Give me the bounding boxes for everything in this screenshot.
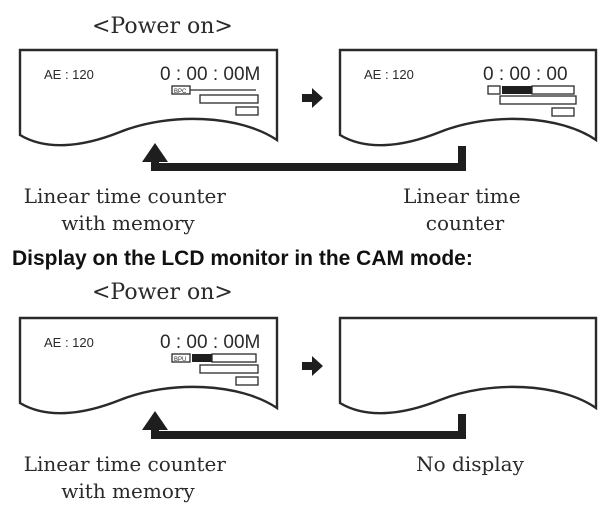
power-on-label: <Power on> — [92, 14, 233, 39]
time-counter: 0 : 00 : 00M — [160, 332, 260, 353]
top-diagram: <Power on> AE : 120 0 : 00 : 00M BPC AE … — [18, 14, 598, 235]
caption-linear-time-counter-with-memory: Linear time counter with memory — [24, 184, 233, 235]
right-arrow-icon — [302, 356, 323, 376]
power-on-label: <Power on> — [92, 280, 233, 305]
battery-gauge-icon: BPU — [171, 353, 259, 386]
return-arrow-icon — [142, 143, 466, 171]
ae-readout: AE : 120 — [44, 67, 94, 82]
section-heading: Display on the LCD monitor in the CAM mo… — [12, 247, 473, 270]
time-counter: 0 : 00 : 00M — [160, 64, 260, 85]
battery-label: BPC — [174, 89, 187, 95]
lcd-screen-left: AE : 120 0 : 00 : 00M BPU — [18, 316, 279, 415]
caption-no-display: No display — [416, 452, 524, 476]
caption-linear-time-counter-with-memory: Linear time counter with memory — [24, 452, 233, 503]
battery-gauge-icon — [487, 85, 577, 117]
battery-label: BPU — [174, 357, 186, 363]
ae-readout: AE : 120 — [364, 67, 414, 82]
right-arrow-icon — [302, 88, 323, 108]
bottom-diagram: <Power on> AE : 120 0 : 00 : 00M BPU — [18, 280, 598, 503]
lcd-screen-right-blank — [338, 316, 598, 415]
ae-readout: AE : 120 — [44, 335, 94, 350]
lcd-screen-right: AE : 120 0 : 00 : 00 — [338, 48, 598, 147]
battery-gauge-icon: BPC — [171, 85, 259, 116]
caption-linear-time-counter: Linear time counter — [403, 184, 527, 235]
time-counter: 0 : 00 : 00 — [483, 64, 568, 85]
return-arrow-icon — [142, 411, 466, 439]
lcd-screen-left: AE : 120 0 : 00 : 00M BPC — [18, 48, 279, 147]
